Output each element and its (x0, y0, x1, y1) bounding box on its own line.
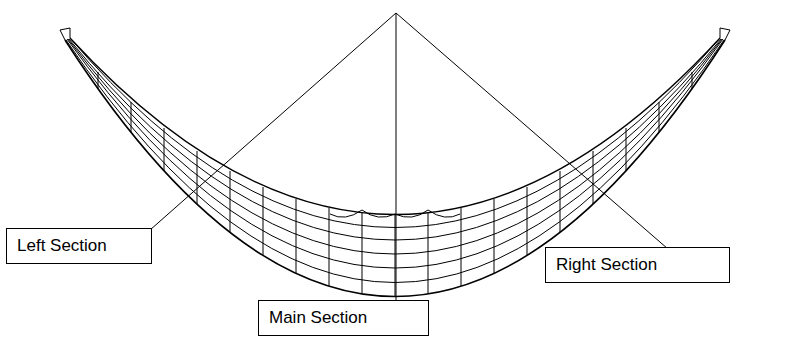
section-label-box: Left Section (6, 228, 152, 264)
section-label: Right Section (556, 255, 657, 275)
section-label-box: Main Section (258, 300, 429, 336)
section-label: Main Section (269, 308, 367, 328)
leader-lines (150, 13, 668, 302)
transverse-ribs (60, 28, 730, 296)
section-label-box: Right Section (545, 247, 730, 283)
section-label: Left Section (17, 236, 107, 256)
longitudinal-lines (65, 38, 725, 297)
